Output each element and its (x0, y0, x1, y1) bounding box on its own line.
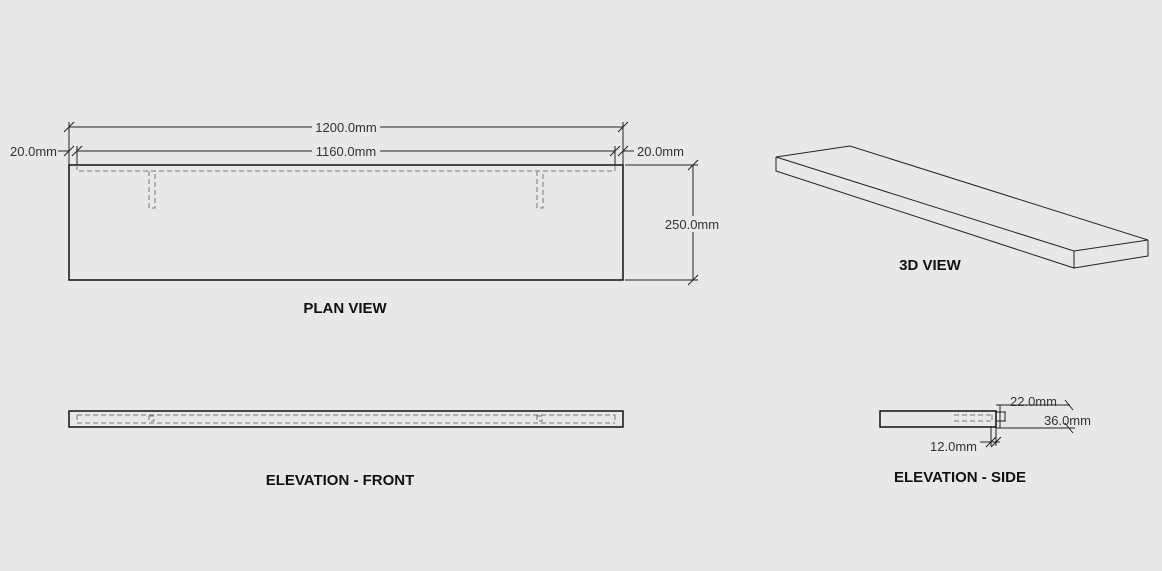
dim-left-offset: 20.0mm (10, 144, 57, 159)
dim-inner-thickness: 22.0mm (1010, 394, 1057, 409)
front-outline (68, 410, 624, 428)
shelf-edges (775, 157, 1149, 269)
hidden-edges (76, 414, 616, 424)
dim-overall-length: 1200.0mm (315, 120, 376, 135)
hidden-edge (76, 165, 616, 172)
3d-view-title: 3D VIEW (899, 257, 962, 274)
3d-view: 3D VIEW (775, 145, 1149, 274)
dim-right-offset: 20.0mm (637, 144, 684, 159)
hidden-bracket-right (536, 171, 544, 209)
plan-outline (68, 164, 624, 281)
dim-depth: 250.0mm (665, 217, 719, 232)
front-elevation-title: ELEVATION - FRONT (266, 472, 415, 489)
dim-inner-length: 1160.0mm (316, 144, 376, 159)
dim-offset: 12.0mm (930, 439, 977, 454)
side-outline (879, 410, 997, 428)
side-elevation-title: ELEVATION - SIDE (894, 469, 1026, 486)
plan-view-title: PLAN VIEW (303, 300, 387, 317)
shelf-top-face (775, 145, 1149, 252)
hidden-bracket-left (148, 171, 156, 209)
side-elevation: 22.0mm 36.0mm 12.0mm ELEVATION - SIDE (879, 394, 1091, 486)
dim-thickness: 36.0mm (1044, 413, 1091, 428)
front-elevation: ELEVATION - FRONT (68, 410, 624, 489)
plan-view: 1200.0mm 1160.0mm 20.0mm 20.0mm 250.0mm … (10, 119, 724, 317)
